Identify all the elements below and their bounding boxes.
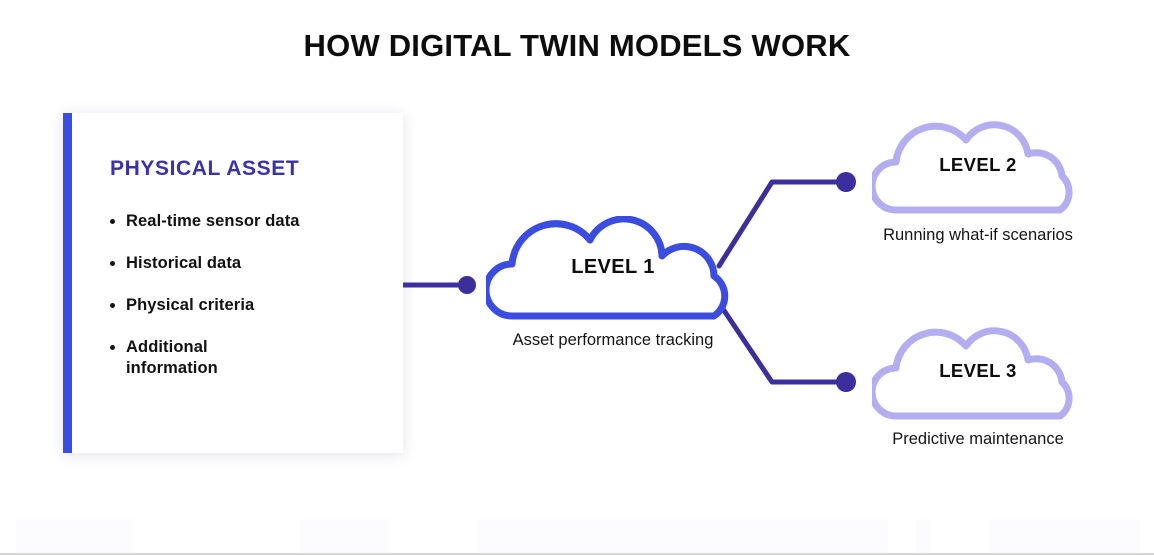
physical-asset-card: PHYSICAL ASSET Real-time sensor data His…: [63, 113, 403, 453]
cloud-icon: [872, 121, 1073, 214]
footer-block: [478, 519, 888, 553]
list-item: Historical data: [110, 253, 381, 273]
bullet-icon: [110, 219, 115, 224]
card-accent-bar: [63, 113, 72, 453]
bullet-icon: [110, 345, 115, 351]
footer-block: [916, 519, 930, 553]
bullet-icon: [110, 303, 115, 309]
list-item-label: Historical data: [126, 254, 242, 273]
cloud-label-level3: LEVEL 3: [939, 360, 1017, 381]
cloud-caption-level3: Predictive maintenance: [892, 430, 1064, 448]
cloud-caption-level1: Asset performance tracking: [512, 331, 714, 349]
physical-asset-heading: PHYSICAL ASSET: [110, 157, 300, 180]
footer-block: [300, 519, 390, 553]
cloud-node-level2[interactable]: LEVEL 2: [872, 116, 1084, 220]
cloud-node-level1[interactable]: LEVEL 1: [486, 216, 740, 328]
footer-block: [990, 519, 1140, 553]
footer-block: [16, 519, 134, 553]
bullet-icon: [110, 261, 115, 267]
list-item-label: Real-time sensor data: [126, 212, 300, 230]
cloud-node-level3[interactable]: LEVEL 3: [872, 322, 1084, 426]
cloud-label-level2: LEVEL 2: [939, 154, 1017, 175]
list-item-label: Additional information: [126, 338, 218, 377]
card-body: PHYSICAL ASSET Real-time sensor data His…: [72, 113, 403, 453]
list-item: Real-time sensor data: [110, 211, 381, 231]
footer-divider: [0, 553, 1154, 555]
list-item: Additional information: [110, 337, 381, 377]
cloud-label-level1: LEVEL 1: [571, 256, 655, 278]
list-item: Physical criteria: [110, 295, 381, 315]
cloud-icon: [872, 327, 1073, 420]
cloud-icon: [486, 216, 729, 320]
page-title: HOW DIGITAL TWIN MODELS WORK: [303, 28, 851, 63]
cloud-caption-level2: Running what-if scenarios: [883, 226, 1073, 244]
list-item-label: Physical criteria: [126, 296, 255, 315]
